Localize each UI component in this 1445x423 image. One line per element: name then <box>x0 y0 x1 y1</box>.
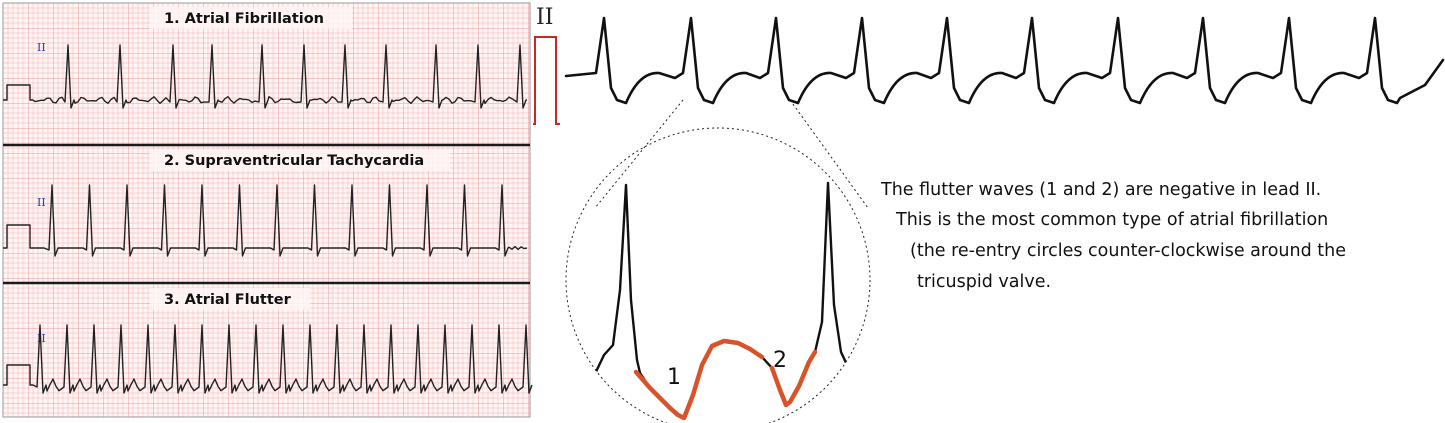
zoom-guide-line <box>594 99 684 209</box>
strip-supraventricular-tachycardia: 2. Supraventricular Tachycardia II <box>3 149 528 257</box>
explanation-line-4: tricuspid valve. <box>917 272 1051 292</box>
flutter-wave-highlight-1 <box>633 338 765 421</box>
enlarged-lead-ii: II <box>533 5 1445 125</box>
strip-title: 1. Atrial Fibrillation <box>164 11 324 27</box>
flutter-wave-label-2: 2 <box>773 348 787 373</box>
zoomed-qrs-trace <box>591 181 857 420</box>
strip-atrial-flutter: 3. Atrial Flutter II <box>3 288 533 394</box>
ecg-grid-paper <box>2 2 531 418</box>
flutter-trace-enlarged <box>564 16 1445 105</box>
ecg-trace <box>3 44 528 109</box>
enlarged-lead-label: II <box>536 5 553 30</box>
zoom-circle <box>565 127 871 423</box>
zoom-detail: 1 2 <box>565 99 871 423</box>
lead-label: II <box>37 332 46 345</box>
flutter-wave-highlight-2 <box>769 349 818 408</box>
ecg-strips-panel: 1. Atrial Fibrillation II 2. Supraventri… <box>2 2 533 418</box>
explanation-line-1: The flutter waves (1 and 2) are negative… <box>880 180 1321 200</box>
explanation-text: The flutter waves (1 and 2) are negative… <box>880 180 1346 292</box>
lead-label: II <box>37 196 46 209</box>
lead-label: II <box>37 41 46 54</box>
explanation-line-2: This is the most common type of atrial f… <box>895 210 1328 230</box>
strip-title: 2. Supraventricular Tachycardia <box>164 153 424 169</box>
ecg-trace <box>3 324 533 394</box>
flutter-wave-label-1: 1 <box>667 365 681 390</box>
ecg-trace <box>3 184 528 257</box>
calibration-pulse <box>533 36 560 125</box>
strip-atrial-fibrillation: 1. Atrial Fibrillation II <box>3 7 528 109</box>
explanation-line-3: (the re-entry circles counter-clockwise … <box>910 241 1346 261</box>
zoom-guide-line <box>789 99 869 209</box>
strip-title: 3. Atrial Flutter <box>164 292 292 308</box>
